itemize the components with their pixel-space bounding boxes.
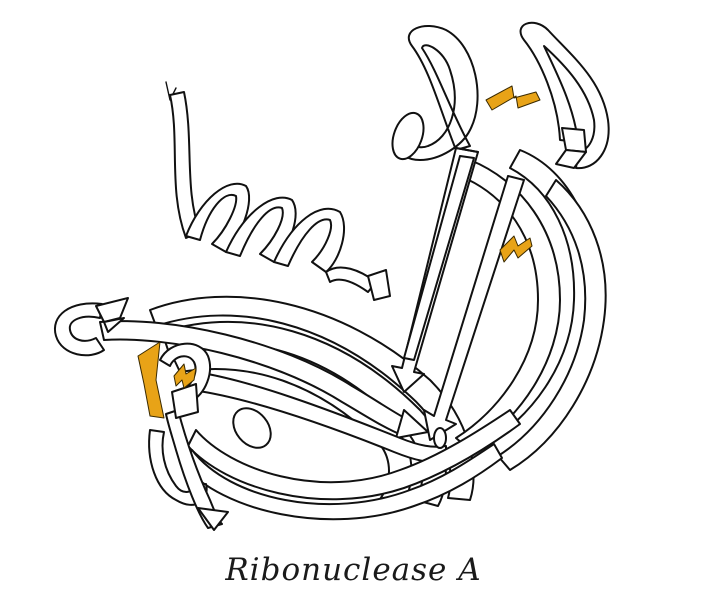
beta-sheet-front <box>99 320 447 464</box>
disulfide-bonds <box>137 85 541 419</box>
loop-top-right <box>519 21 610 170</box>
disulfide-bolt-icon <box>499 235 533 263</box>
beta-strand-right-3 <box>497 179 607 471</box>
alpha-helix-icon <box>185 182 391 301</box>
beta-sheet-lower <box>181 407 521 521</box>
loop-left <box>53 297 129 357</box>
beta-strand-arrow-icon <box>395 409 429 439</box>
n-terminus <box>165 81 201 239</box>
beta-strand-top-arrow <box>555 127 587 169</box>
beta-strand-arrow-icon <box>197 507 229 531</box>
loop-top-left <box>391 25 479 161</box>
beta-strand-arrow-icon <box>171 383 199 419</box>
disulfide-bolt-icon <box>485 85 541 111</box>
loop-lower-left <box>148 342 229 531</box>
disulfide-bolt-icon <box>173 363 197 389</box>
beta-strand-arrow-icon <box>561 127 587 153</box>
diagram-caption: Ribonuclease A <box>225 552 482 588</box>
beta-strand-back-1 <box>149 295 475 501</box>
beta-strand-central <box>391 147 479 393</box>
disulfide-bolt-icon <box>137 341 165 419</box>
